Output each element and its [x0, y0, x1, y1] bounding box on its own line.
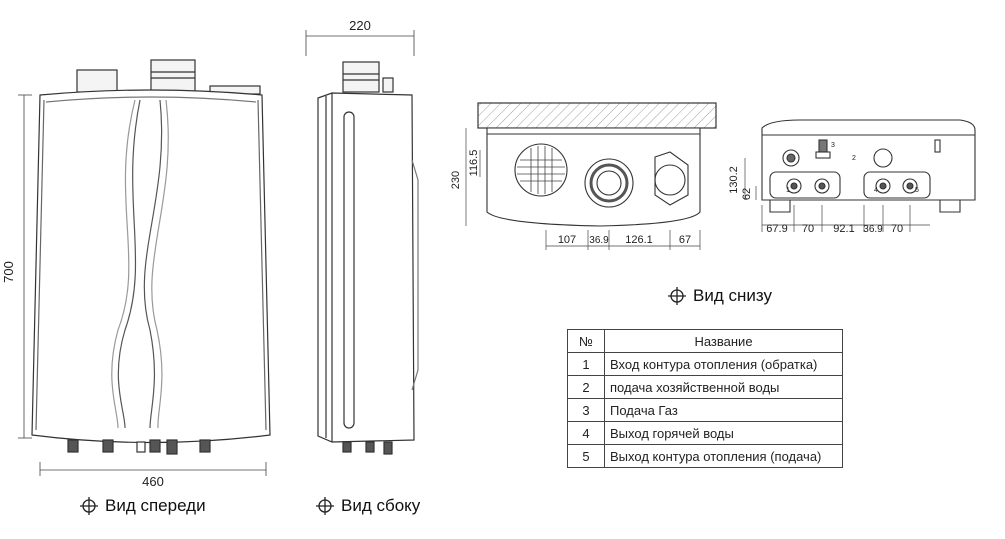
table-row: 5 Выход контура отопления (подача)	[567, 444, 843, 468]
dim-369b-label: 36.9	[863, 224, 883, 235]
bottom-view-caption-text: Вид снизу	[693, 286, 772, 305]
dim-369a-label: 36.9	[589, 235, 609, 246]
row-num: 2	[567, 375, 605, 399]
table-row: 4 Выход горячей воды	[567, 421, 843, 445]
row-name: Вход контура отопления (обратка)	[604, 352, 843, 376]
bottom-view-top	[477, 102, 717, 227]
row-num: 5	[567, 444, 605, 468]
crosshair-circle-icon	[316, 497, 334, 515]
dim-679-label: 67.9	[766, 223, 787, 235]
bottom-view-connections	[761, 119, 976, 213]
row-name: Выход горячей воды	[604, 421, 843, 445]
front-height-label: 700	[1, 261, 16, 283]
side-view	[317, 61, 419, 455]
table-row: 1 Вход контура отопления (обратка)	[567, 352, 843, 376]
dim-62-label: 62	[741, 188, 753, 200]
dim-116-label: 116.5	[468, 150, 480, 177]
table-row: 2 подача хозяйственной воды	[567, 375, 843, 399]
row-name: Подача Газ	[604, 398, 843, 422]
header-name: Название	[604, 329, 843, 353]
bottom-view-top-dimensions	[465, 128, 701, 250]
side-view-caption: Вид сбоку	[316, 496, 420, 516]
dim-126-label: 126.1	[625, 234, 653, 246]
row-name: подача хозяйственной воды	[604, 375, 843, 399]
callout-3: 3	[831, 142, 835, 149]
table-row: 3 Подача Газ	[567, 398, 843, 422]
callout-5: 5	[915, 187, 919, 194]
header-num: №	[567, 329, 605, 353]
callout-4: 4	[874, 187, 878, 194]
dim-70a-label: 70	[802, 223, 814, 235]
dim-921-label: 92.1	[833, 223, 854, 235]
front-dimensions	[18, 94, 267, 476]
callout-2: 2	[852, 155, 856, 162]
dim-107-label: 107	[558, 234, 576, 246]
table-header-row: № Название	[567, 329, 843, 353]
connections-legend-table: № Название 1 Вход контура отопления (обр…	[567, 329, 843, 468]
dim-230-label: 230	[450, 171, 462, 189]
front-view	[31, 59, 271, 455]
row-num: 1	[567, 352, 605, 376]
callout-1: 1	[786, 187, 790, 194]
bottom-view-connections-dimensions	[744, 158, 930, 232]
dim-67-label: 67	[679, 234, 691, 246]
dim-70b-label: 70	[891, 223, 903, 235]
crosshair-circle-icon	[80, 497, 98, 515]
side-depth-label: 220	[349, 18, 371, 33]
row-num: 4	[567, 421, 605, 445]
side-dimensions	[305, 30, 415, 56]
row-num: 3	[567, 398, 605, 422]
crosshair-circle-icon	[668, 287, 686, 305]
front-view-caption: Вид спереди	[80, 496, 206, 516]
row-name: Выход контура отопления (подача)	[604, 444, 843, 468]
bottom-view-caption: Вид снизу	[668, 286, 772, 306]
dim-1302-label: 130.2	[728, 166, 740, 194]
side-view-caption-text: Вид сбоку	[341, 496, 421, 515]
front-view-caption-text: Вид спереди	[105, 496, 206, 515]
front-width-label: 460	[142, 474, 164, 489]
